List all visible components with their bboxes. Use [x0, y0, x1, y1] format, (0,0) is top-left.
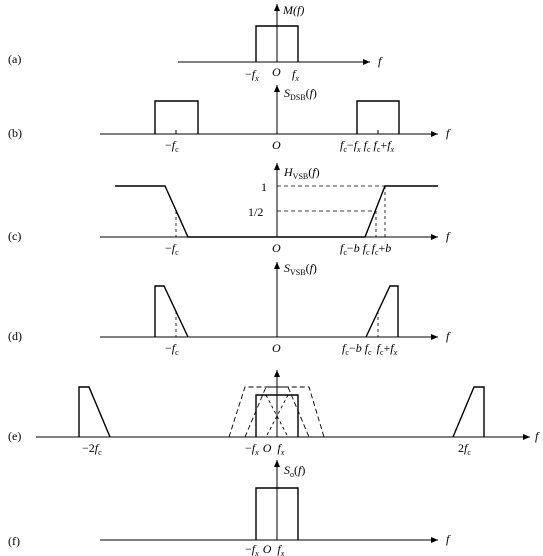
- image-at-2fc: [452, 386, 485, 438]
- dsb-upper-block: [356, 100, 400, 134]
- tick-neg-fc-b: −fc: [165, 138, 179, 154]
- tick-origin-c: O: [272, 241, 281, 255]
- axis-label-a: f: [378, 54, 383, 68]
- y-label-f: So(f): [284, 463, 305, 479]
- tick-neg-fx-a: −fx: [245, 67, 259, 83]
- baseband-recovered: [255, 394, 299, 437]
- axis-label-c: f: [446, 229, 451, 243]
- shifted-dashed-upper: [244, 386, 325, 438]
- tick-neg-fc-c: −fc: [165, 241, 179, 257]
- tick-neg-fc-d: −fc: [165, 341, 179, 357]
- cross-dashed-2: [265, 394, 289, 438]
- panel-letter-b: (b): [8, 126, 22, 140]
- vsb-filter-response: [115, 185, 438, 238]
- axis-label-e: f: [535, 429, 540, 443]
- y-label-a-m: M(f): [282, 3, 304, 17]
- axis-label-f: f: [446, 532, 451, 546]
- tick-fx-a: fx: [292, 67, 299, 83]
- vsb-upper-sideband: [365, 285, 399, 338]
- shifted-dashed-lower: [228, 386, 310, 438]
- y-label-c: HVSB(f): [283, 165, 320, 181]
- tick-neg-2fc: −2fc: [82, 441, 102, 457]
- y-label-d: SVSB(f): [284, 261, 317, 277]
- output-spectrum: [255, 487, 299, 540]
- panel-letter-f: (f): [8, 534, 20, 548]
- panel-letter-c: (c): [8, 229, 21, 243]
- level-label-1: 1: [261, 180, 267, 194]
- tick-2fc: 2fc: [458, 441, 471, 457]
- axis-label-d: f: [446, 329, 451, 343]
- y-label-b: SDSB(f): [284, 86, 317, 102]
- axis-label-b: f: [446, 126, 451, 140]
- vsb-lower-sideband: [154, 285, 189, 338]
- level-label-half: 1/2: [248, 205, 263, 219]
- image-at-neg-2fc: [78, 386, 111, 438]
- panel-letter-e: (e): [8, 429, 21, 443]
- tick-origin-b: O: [272, 138, 281, 152]
- tick-origin-a: O: [272, 65, 281, 79]
- panel-letter-d: (d): [8, 329, 22, 343]
- message-spectrum-a: [255, 25, 299, 62]
- tick-origin-d: O: [272, 341, 281, 355]
- panel-letter-a: (a): [8, 52, 21, 66]
- cross-dashed-1: [265, 394, 289, 438]
- y-label-a: M(f): [282, 3, 304, 17]
- panel-a: (a) M(f) f −fx O fx: [8, 3, 383, 83]
- dsb-lower-block: [154, 100, 199, 134]
